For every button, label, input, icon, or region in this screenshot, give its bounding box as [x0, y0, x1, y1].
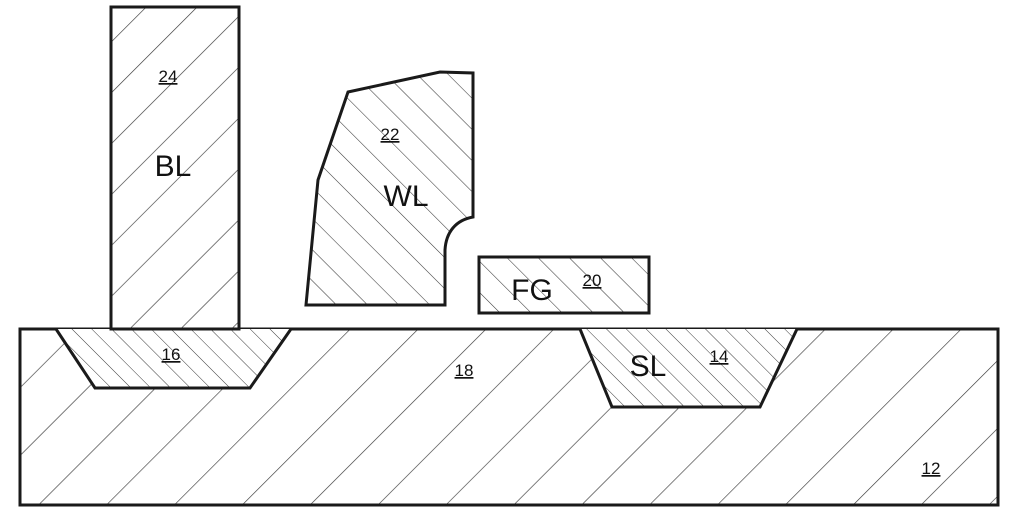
- floating-gate-name-label: FG: [511, 274, 553, 307]
- word-line-ref-label: 22: [381, 125, 400, 144]
- bit-line-ref-label: 24: [159, 67, 178, 86]
- bit-line-name-label: BL: [155, 150, 192, 183]
- floating-gate: [477, 255, 651, 315]
- floating-gate-ref-label: 20: [583, 271, 602, 290]
- word-line-name-label: WL: [384, 180, 429, 213]
- bit-line: [109, 5, 241, 331]
- drain-ref-label: 16: [162, 345, 181, 364]
- source-line-name-label: SL: [630, 350, 667, 383]
- source-line-ref-label: 14: [710, 347, 729, 366]
- word-line: [304, 70, 475, 307]
- substrate-ref-label: 12: [922, 459, 941, 478]
- channel-ref-label: 18: [455, 361, 474, 380]
- source-line-region: [578, 328, 799, 409]
- drain-region: [54, 328, 293, 390]
